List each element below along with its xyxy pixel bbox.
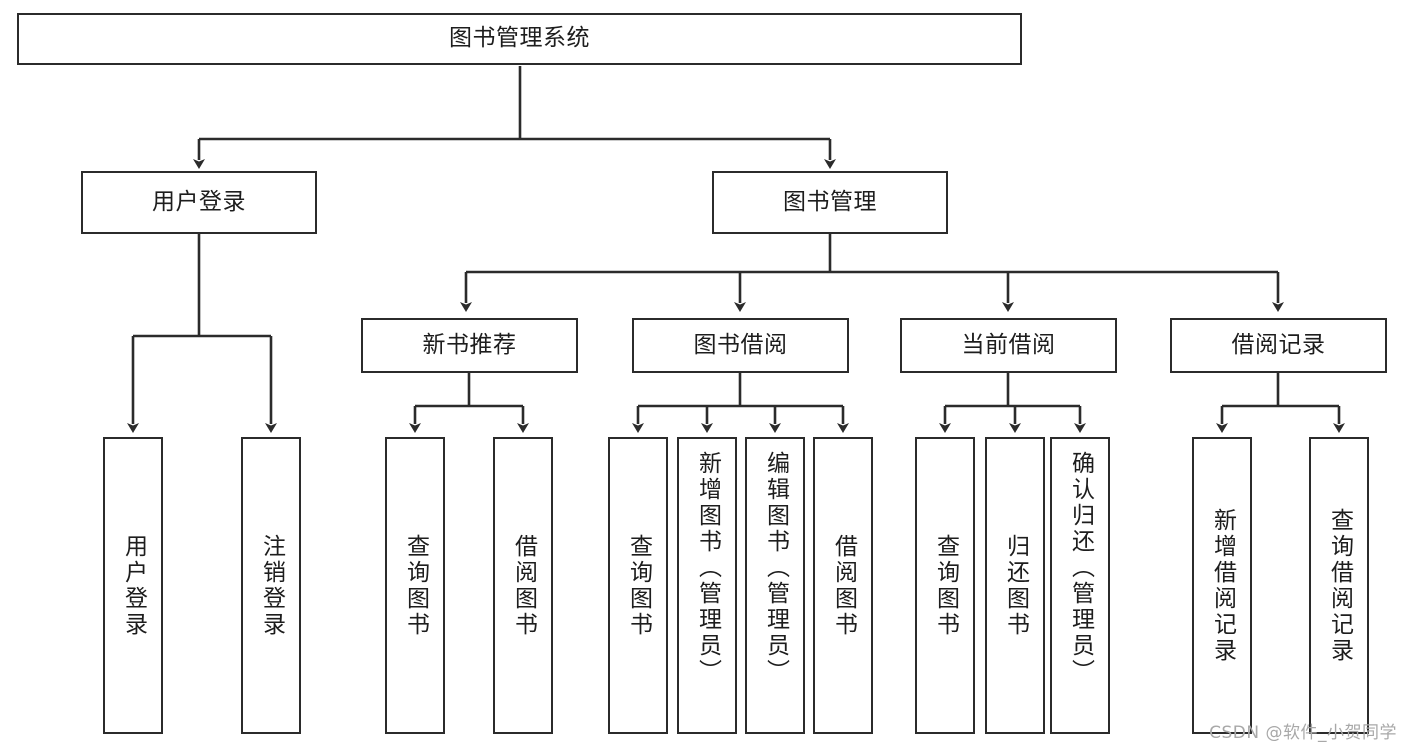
node-user-login[interactable]: 用户登录 <box>81 171 317 234</box>
node-leaf-borrow-book-2-label: 借阅图书 <box>830 533 857 638</box>
node-leaf-confirm-return-label: 确认归还（管理员） <box>1067 451 1094 685</box>
node-leaf-borrow-book-1[interactable]: 借阅图书 <box>493 437 553 734</box>
node-leaf-add-record[interactable]: 新增借阅记录 <box>1192 437 1252 734</box>
node-new-book-recommend[interactable]: 新书推荐 <box>361 318 578 373</box>
node-leaf-query-record-label: 查询借阅记录 <box>1326 507 1353 664</box>
book-manage-to-level3-connectors <box>460 234 1284 312</box>
node-leaf-user-login[interactable]: 用户登录 <box>103 437 163 734</box>
current-borrow-to-leaves-connectors <box>939 373 1086 433</box>
node-book-borrow[interactable]: 图书借阅 <box>632 318 849 373</box>
root-to-level2-connectors <box>193 66 836 169</box>
node-borrow-record-label: 借阅记录 <box>1231 331 1326 358</box>
node-book-manage[interactable]: 图书管理 <box>712 171 948 234</box>
node-leaf-borrow-book-1-label: 借阅图书 <box>510 533 537 638</box>
node-root-system-label: 图书管理系统 <box>449 25 590 52</box>
node-leaf-borrow-book-2[interactable]: 借阅图书 <box>813 437 873 734</box>
node-leaf-query-book-1[interactable]: 查询图书 <box>385 437 445 734</box>
node-leaf-add-book[interactable]: 新增图书（管理员） <box>677 437 737 734</box>
node-leaf-query-book-3-label: 查询图书 <box>932 533 959 638</box>
node-leaf-return-book[interactable]: 归还图书 <box>985 437 1045 734</box>
node-borrow-record[interactable]: 借阅记录 <box>1170 318 1387 373</box>
borrow-record-to-leaves-connectors <box>1216 373 1345 433</box>
node-current-borrow-label: 当前借阅 <box>961 331 1056 358</box>
node-current-borrow[interactable]: 当前借阅 <box>900 318 1117 373</box>
node-leaf-query-book-1-label: 查询图书 <box>402 533 429 638</box>
node-leaf-query-book-2-label: 查询图书 <box>625 533 652 638</box>
node-leaf-return-book-label: 归还图书 <box>1002 533 1029 638</box>
node-book-manage-label: 图书管理 <box>783 188 877 215</box>
user-login-to-leaves-connectors <box>127 234 277 433</box>
node-leaf-edit-book-label: 编辑图书（管理员） <box>762 451 789 685</box>
node-leaf-user-logout-label: 注销登录 <box>258 533 285 638</box>
csdn-watermark: CSDN @软件_小贺同学 <box>1209 723 1397 743</box>
new-book-recommend-to-leaves-connectors <box>409 373 529 433</box>
node-root-system[interactable]: 图书管理系统 <box>17 13 1022 65</box>
node-leaf-confirm-return[interactable]: 确认归还（管理员） <box>1050 437 1110 734</box>
node-leaf-query-book-2[interactable]: 查询图书 <box>608 437 668 734</box>
node-leaf-query-record[interactable]: 查询借阅记录 <box>1309 437 1369 734</box>
node-leaf-query-book-3[interactable]: 查询图书 <box>915 437 975 734</box>
node-leaf-user-login-label: 用户登录 <box>120 533 147 638</box>
node-leaf-edit-book[interactable]: 编辑图书（管理员） <box>745 437 805 734</box>
node-leaf-user-logout[interactable]: 注销登录 <box>241 437 301 734</box>
node-leaf-add-record-label: 新增借阅记录 <box>1209 507 1236 664</box>
node-book-borrow-label: 图书借阅 <box>693 331 788 358</box>
node-user-login-label: 用户登录 <box>152 188 246 215</box>
book-borrow-to-leaves-connectors <box>632 373 849 433</box>
node-new-book-recommend-label: 新书推荐 <box>422 331 517 358</box>
node-leaf-add-book-label: 新增图书（管理员） <box>694 451 721 685</box>
